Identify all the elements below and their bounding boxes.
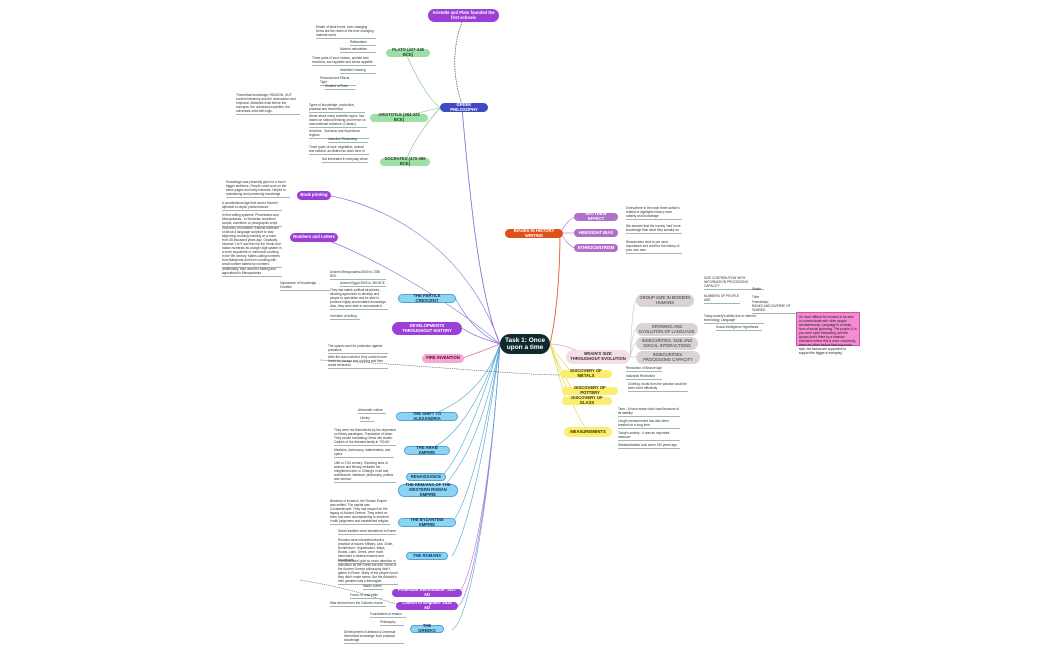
romans-node[interactable]: THE ROMANS <box>406 552 448 560</box>
byzantine-node[interactable]: THE BYZANTINE EMPIRE <box>398 517 456 527</box>
metals-leaf-2: Industrial Revolution <box>626 374 662 380</box>
remains-wre-node[interactable]: THE REMAINS OF THE WESTERN ROMAN EMPIRE <box>398 482 458 497</box>
socrates-leaf-1: Not interested in everyday virtue <box>322 157 368 163</box>
numbers-letters-node[interactable]: Numbers and Letters <box>290 233 338 242</box>
arab-leaf-1: They were not themselves by the depended… <box>334 428 396 446</box>
protestant-node[interactable]: Protestant Reformation- 1517 AD <box>392 587 462 597</box>
hindsight-leaf: We assume that the society 'had' more kn… <box>626 224 682 234</box>
arab-empire-node[interactable]: THE ARAB EMPIRE <box>404 445 450 455</box>
group-sub-3: Friendships <box>752 300 769 304</box>
renaissance-leaf: 14th to 17th century. Shocking area of s… <box>334 461 396 483</box>
aristotle-leaf-3: Theoretical knowledge: REASON, GUT: cont… <box>236 93 300 115</box>
measurements-leaf-4: Standardization took some 150 years ago <box>618 443 680 449</box>
plato-leaf-5: Inherited Learning <box>340 68 376 74</box>
aristotle-leaf-5: Wrote about many scientific topics. Not … <box>309 114 367 128</box>
book-printing-node[interactable]: Book printing <box>297 191 331 200</box>
language-note: It's more difficult for humans to be abl… <box>796 312 860 355</box>
group-leaf-1: SIZE CONTRIBUTION WITH INFORMATION PROCE… <box>704 276 764 290</box>
social-interactions-node[interactable]: INSECURITIES. SIZE AND SOCIAL INTERACTIO… <box>636 337 698 350</box>
measurements-node[interactable]: MEASUREMENTS <box>564 427 612 437</box>
romans-leaf-2: Romans were interested about a practical… <box>338 538 396 564</box>
aristotle-leaf-2: Student of Plato <box>325 84 355 90</box>
protestant-leaf-1: Martin Luther <box>363 584 383 590</box>
metals-leaf-1: Revolution of Bronze Age <box>626 366 662 372</box>
greeks-leaf-2: Philosophy <box>380 620 404 626</box>
aristotle-leaf-4: Types of knowledge: productive, practica… <box>309 103 365 113</box>
renaissance-node[interactable]: RENAISSANCE <box>406 473 446 481</box>
plato-leaf-2: Rationalism <box>350 40 376 46</box>
fire-invention-node[interactable]: FIRE INVENTION <box>422 354 464 363</box>
aristotle-leaf-1: Personal and Ethical Tight <box>320 76 356 86</box>
book-printing-leaf: Knowledge was presently given to a much … <box>226 180 290 198</box>
fire-leaf-1: The sparks used for protection against p… <box>328 344 388 354</box>
arab-leaf-2: Medicine, Astronomy, mathematics, and op… <box>334 448 394 458</box>
greek-schools-callout[interactable]: Aristotle and Plato founded the first sc… <box>428 9 499 22</box>
language-leaf-2: Social Intelligence Hypothesis <box>716 325 762 331</box>
romans-leaf-3: Investors didn't give so much attention … <box>338 559 398 585</box>
fertile-leaf-2: Ancient Egypt 3000 to 300 BCE <box>340 281 386 287</box>
fertile-crescent-node[interactable]: THE FERTILE CRESCENT <box>398 293 456 303</box>
numbers-leaf-2: In first writing systems: Phoenicians an… <box>222 213 282 227</box>
fertile-leaf-4: They had stable political structures, al… <box>330 288 388 310</box>
group-leaf-3: RANKS AND DIVERSE OF SHARED <box>752 304 800 314</box>
alexandria-leaf-1: Alexander culture <box>358 408 386 414</box>
fertile-leaf-3: Importance of Knowledge → Creation <box>280 281 330 291</box>
matthew-leaf: Everywhere in the main three author's re… <box>626 206 682 220</box>
byzantine-leaf: Because of invasion, the Roman Empire wa… <box>330 499 390 525</box>
socrates-node[interactable]: SOCRATES (470-399 BCE) <box>380 156 430 166</box>
church-leaf: Was derived from the Catholic church <box>330 601 386 607</box>
ethnocentrism-node[interactable]: ETHNOCENTRISM <box>574 244 618 252</box>
shift-alexandria-node[interactable]: THE SHIFT TO ALEXANDRIA <box>396 411 458 421</box>
matthew-effect-node[interactable]: MATTHEW EFFECT <box>574 211 618 221</box>
protestant-leaf-2: Focus: to read bible <box>350 593 382 599</box>
group-sub-1: Stable <box>752 287 762 291</box>
numbers-leaf-3: Discovery of numbers: Earliest evidence … <box>222 226 282 268</box>
numbers-leaf-1: A constitutional age that used a flouris… <box>222 201 282 211</box>
greeks-leaf-3: Development of abstract & universal theo… <box>344 630 404 644</box>
plato-leaf-3: Modern rationalism <box>340 47 376 53</box>
group-sub-2: Tribe <box>752 295 760 299</box>
aristotle-leaf-6: Universe - Sublunar and Superlunar regio… <box>309 129 369 139</box>
aristotle-node[interactable]: ARISTOTLE (384-322 BCE) <box>370 112 428 122</box>
greeks-node[interactable]: THE GREEKS <box>410 623 444 633</box>
greek-philosophy-node[interactable]: GREEK PHILOSOPHY <box>440 102 488 112</box>
plato-node[interactable]: PLATO (427-348 BCE) <box>386 47 430 57</box>
central-topic[interactable]: Task 1: Once upon a time <box>500 334 550 354</box>
biases-node[interactable]: BIASES IN HISTORY WRITING <box>505 228 563 238</box>
greeks-leaf-1: Foundations of reason <box>370 612 406 618</box>
metals-node[interactable]: DISCOVERY OF METALS <box>560 368 612 378</box>
numbers-leaf-4: Additionally, they used the trading and … <box>222 267 282 277</box>
ethno-leaf: Researchers tend to put more importance … <box>626 240 682 254</box>
pottery-leaf: Clothing, foods from the practice could … <box>628 382 688 392</box>
alexandria-leaf-2: Library <box>360 416 374 422</box>
group-leaf-2: NUMBERS OF PEOPLE ARE <box>704 294 740 304</box>
church-england-node[interactable]: Church of England- 1534 AD <box>396 600 458 610</box>
aristotle-leaf-8: Three types of soul: vegetative, animal … <box>309 145 369 155</box>
measurements-leaf-1: Time - A hand-made clock used because of… <box>618 407 680 417</box>
fire-leaf-2: After fire was invented, they cooked mor… <box>328 355 388 369</box>
aristotle-leaf-7: Inductive Reasoning <box>328 137 368 143</box>
language-leaf-1: Today society's ability due to internet,… <box>704 314 764 324</box>
plato-leaf-1: Realm of ideal forms: ever-changing form… <box>316 25 376 39</box>
romans-leaf-1: Greek tradition were transferred to Rome <box>338 529 396 535</box>
fertile-leaf-5: Invention of writing <box>330 314 360 320</box>
brain-size-node[interactable]: BRAIN'S SIZE THROUGHOUT EVOLUTION <box>566 350 630 364</box>
developments-node[interactable]: DEVELOPMENTS THROUGHOUT HISTORY <box>392 322 462 335</box>
measurements-leaf-3: Today's society - It was an important me… <box>618 431 680 441</box>
processing-capacity-node[interactable]: INSECURITIES. PROCESSING CAPACITY <box>636 351 700 364</box>
fertile-leaf-1: Ancient Mesopotamia 3500 to 2350 BCE <box>330 270 386 280</box>
language-node[interactable]: GROWING AND EVOLUTION OF LANGUAGE <box>636 323 698 336</box>
glass-node[interactable]: DISCOVERY OF GLASS <box>562 395 612 405</box>
group-size-node[interactable]: GROUP SIZE IN MODERN HUMANS <box>636 294 694 307</box>
plato-leaf-4: Three parts of soul: reason, spirited an… <box>312 56 376 66</box>
pottery-node[interactable]: DISCOVERY OF POTTERY <box>562 385 618 395</box>
measurements-leaf-2: Length measurement has also been created… <box>618 419 680 429</box>
hindsight-bias-node[interactable]: HINDSIGHT BIAS <box>574 229 618 237</box>
